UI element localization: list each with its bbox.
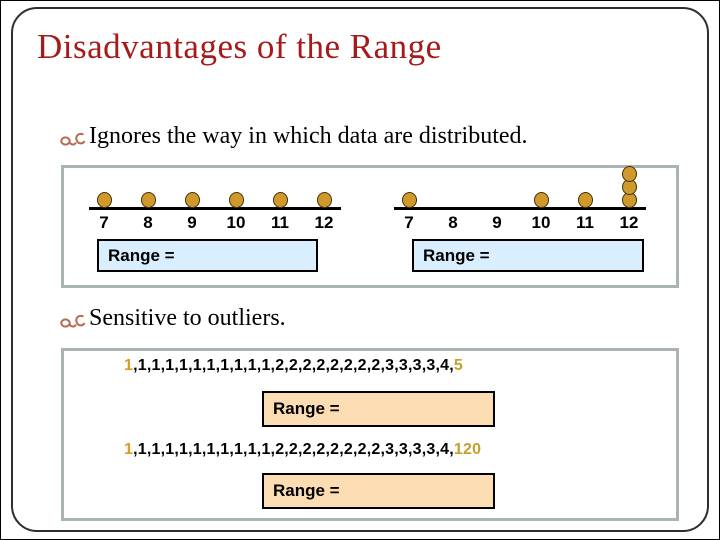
data-point-dot — [140, 192, 156, 208]
decorative-bullet-icon — [60, 314, 86, 328]
axis-tick-label: 9 — [492, 213, 502, 232]
bullet-item-distribution: Ignores the way in which data are distri… — [59, 123, 528, 150]
range-box-right: Range = — [412, 239, 644, 272]
data-point-dot — [533, 192, 549, 208]
bullet-text-outliers: Sensitive to outliers. — [89, 305, 286, 331]
sequence-1-first-value: 1 — [124, 357, 134, 374]
range-label-right: Range = — [423, 245, 490, 265]
dotplot-uniform: 7 8 9 10 11 12 — [89, 168, 341, 238]
range-label-outlier-2: Range = — [273, 481, 340, 500]
axis-tick-label: 8 — [448, 213, 458, 232]
axis-tick-label: 9 — [187, 213, 197, 232]
data-sequence-2: 1,1,1,1,1,1,1,1,1,1,1,2,2,2,2,2,2,2,2,3,… — [124, 441, 481, 459]
bullet-item-outliers: Sensitive to outliers. — [59, 305, 286, 332]
axis-tick-label: 7 — [99, 213, 109, 232]
decorative-bullet-icon — [60, 132, 86, 146]
sequence-2-first-value: 1 — [124, 441, 134, 458]
axis-tick-label: 12 — [619, 213, 639, 232]
range-box-outlier-2: Range = — [262, 473, 495, 509]
number-line-right — [394, 207, 646, 210]
data-point-dot — [96, 192, 112, 208]
range-box-outlier-1: Range = — [262, 391, 495, 427]
number-line-left — [89, 207, 341, 210]
axis-tick-label: 11 — [576, 213, 594, 232]
data-point-dot — [316, 192, 332, 208]
sequence-2-last-value: 120 — [453, 441, 482, 458]
range-label-left: Range = — [108, 245, 175, 265]
data-point-dot — [184, 192, 200, 208]
axis-tick-label: 8 — [143, 213, 153, 232]
axis-tick-label: 12 — [314, 213, 334, 232]
data-point-dot — [401, 192, 417, 208]
data-sequence-1: 1,1,1,1,1,1,1,1,1,1,1,2,2,2,2,2,2,2,2,3,… — [124, 357, 463, 375]
range-label-outlier-1: Range = — [273, 399, 340, 418]
data-point-dot — [577, 192, 593, 208]
dotplot-skewed: 7 8 9 10 11 12 — [394, 166, 646, 238]
axis-tick-label: 10 — [531, 213, 551, 232]
outliers-panel: 1,1,1,1,1,1,1,1,1,1,1,2,2,2,2,2,2,2,2,3,… — [61, 348, 679, 521]
data-point-dot — [621, 166, 637, 182]
axis-tick-label: 11 — [271, 213, 289, 232]
axis-tick-label: 10 — [226, 213, 246, 232]
bullet-text-distribution: Ignores the way in which data are distri… — [89, 123, 528, 149]
data-point-dot — [272, 192, 288, 208]
slide-title: Disadvantages of the Range — [37, 27, 442, 66]
data-point-dot — [228, 192, 244, 208]
dotplots-panel: 7 8 9 10 11 12 7 8 9 10 11 12 Range = Range = — [61, 165, 679, 288]
sequence-2-middle-values: ,1,1,1,1,1,1,1,1,1,1,2,2,2,2,2,2,2,2,3,3… — [133, 441, 454, 458]
sequence-1-last-value: 5 — [453, 357, 463, 374]
axis-tick-label: 7 — [404, 213, 414, 232]
range-box-left: Range = — [97, 239, 318, 272]
sequence-1-middle-values: ,1,1,1,1,1,1,1,1,1,1,2,2,2,2,2,2,2,2,3,3… — [133, 357, 454, 374]
